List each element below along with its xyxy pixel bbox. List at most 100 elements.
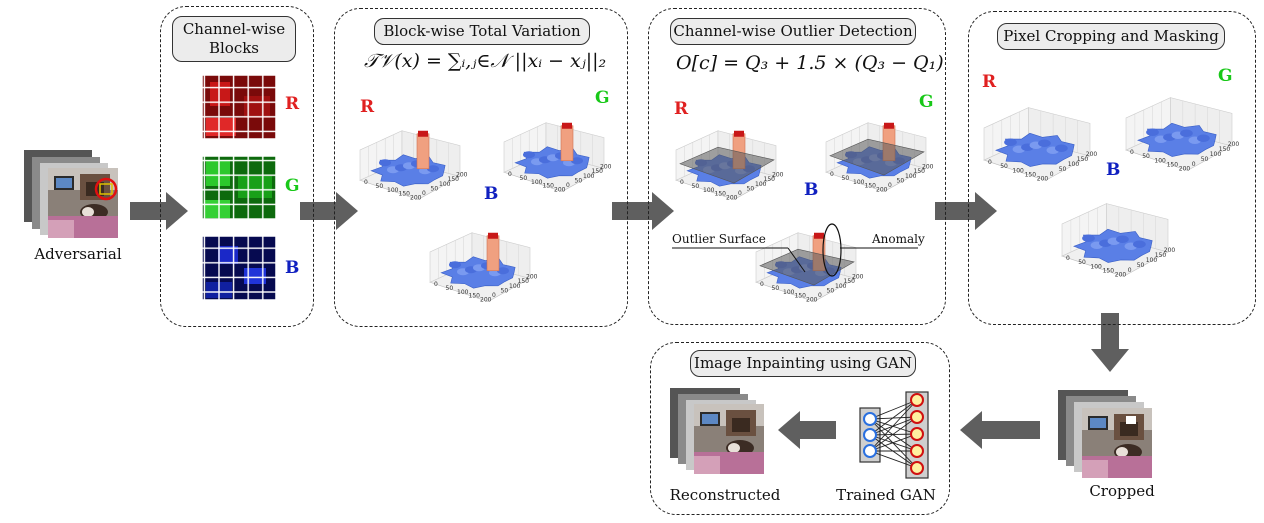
tick-label: 0 <box>988 159 992 166</box>
tick-label: 100 <box>387 187 399 194</box>
tick-label: 150 <box>914 168 926 175</box>
panel-title: Pixel Cropping and Masking <box>997 23 1225 50</box>
tick-label: 0 <box>566 182 570 189</box>
tick-label: 0 <box>818 292 822 299</box>
gan-input-node <box>863 444 877 458</box>
tick-label: 200 <box>1037 175 1049 182</box>
tick-label: 100 <box>1090 263 1102 270</box>
tick-label: 100 <box>439 181 451 188</box>
tick-label: 100 <box>531 179 543 186</box>
gan-input-node <box>863 428 877 442</box>
plot-label-r: R <box>674 99 689 119</box>
tick-label: 100 <box>1068 161 1080 168</box>
tick-label: 200 <box>1115 271 1127 278</box>
plot-label-g: G <box>595 88 610 108</box>
gan-output-node <box>910 461 924 475</box>
tick-label: 200 <box>1179 165 1191 172</box>
tick-label: 50 <box>1000 163 1008 170</box>
tick-label: 100 <box>457 289 469 296</box>
outlier-formula: O[c] = Q₃ + 1.5 × (Q₃ − Q₁) <box>676 52 944 74</box>
blue-block-grid <box>201 235 277 301</box>
tick-label: 50 <box>842 175 850 182</box>
tick-label: 0 <box>830 171 834 178</box>
tick-label: 150 <box>844 278 856 285</box>
adversarial-image-stack <box>24 150 118 238</box>
arrow-icon <box>130 192 188 230</box>
tick-label: 100 <box>783 289 795 296</box>
tv-formula: 𝒯𝒱(x) = ∑ᵢ,ⱼ∈𝒩 ||xᵢ − xⱼ||₂ <box>364 50 607 72</box>
panel-total-variation <box>334 8 628 327</box>
channel-label-g: G <box>285 176 300 196</box>
plot-label-r: R <box>360 97 375 117</box>
tick-label: 150 <box>1167 161 1179 168</box>
tick-label: 50 <box>1201 156 1209 163</box>
tick-label: 50 <box>692 183 700 190</box>
tick-label: 0 <box>1050 171 1054 178</box>
cropped-label: Cropped <box>1089 482 1155 500</box>
tick-label: 150 <box>448 176 460 183</box>
channel-label-b: B <box>285 258 300 278</box>
tick-label: 150 <box>1155 252 1167 259</box>
panel-outlier-detection <box>648 8 946 325</box>
tick-label: 100 <box>509 283 521 290</box>
tick-label: 200 <box>772 171 784 178</box>
tick-label: 100 <box>703 187 715 194</box>
green-block-grid <box>201 155 277 221</box>
tick-label: 50 <box>747 185 755 192</box>
panel-title: Image Inpainting using GAN <box>690 350 916 377</box>
tick-label: 200 <box>1228 141 1240 148</box>
plot-label-b: B <box>804 180 819 200</box>
trained-gan-label: Trained GAN <box>836 486 936 504</box>
tick-label: 150 <box>1025 171 1037 178</box>
tick-label: 50 <box>897 177 905 184</box>
tick-label: 200 <box>480 297 492 304</box>
tick-label: 100 <box>835 283 847 290</box>
arrow-icon <box>778 411 836 449</box>
tick-label: 50 <box>772 285 780 292</box>
adversarial-label: Adversarial <box>34 245 122 263</box>
outlier-surface-label: Outlier Surface <box>672 232 766 246</box>
tick-label: 200 <box>726 195 738 202</box>
tick-label: 100 <box>1146 257 1158 264</box>
panel-title: Channel-wise Blocks <box>172 16 296 62</box>
panel-inpainting <box>650 342 950 515</box>
tick-label: 0 <box>738 190 742 197</box>
tick-label: 200 <box>600 163 612 170</box>
anomaly-ellipse <box>822 223 842 277</box>
gan-output-node <box>910 427 924 441</box>
tick-label: 50 <box>1059 166 1067 173</box>
tick-label: 0 <box>1128 267 1132 274</box>
arrow-icon <box>960 411 1040 449</box>
panel-title: Channel-wise Outlier Detection <box>670 18 916 45</box>
tick-label: 150 <box>518 278 530 285</box>
tick-label: 200 <box>806 297 818 304</box>
tick-label: 50 <box>1137 262 1145 269</box>
tick-label: 50 <box>520 175 528 182</box>
tick-label: 0 <box>1192 161 1196 168</box>
tick-label: 50 <box>827 287 835 294</box>
anomaly-label: Anomaly <box>872 232 925 246</box>
tick-label: 0 <box>364 179 368 186</box>
reconstructed-label: Reconstructed <box>669 486 781 504</box>
tick-label: 0 <box>434 281 438 288</box>
tick-label: 200 <box>1086 151 1098 158</box>
tick-label: 0 <box>1066 255 1070 262</box>
tick-label: 200 <box>852 273 864 280</box>
plot-label-r: R <box>982 72 997 92</box>
red-block-grid <box>201 74 277 140</box>
arrow-icon <box>300 192 358 230</box>
tick-label: 200 <box>876 187 888 194</box>
tick-label: 150 <box>764 176 776 183</box>
tick-label: 100 <box>1154 157 1166 164</box>
tick-label: 150 <box>795 293 807 300</box>
